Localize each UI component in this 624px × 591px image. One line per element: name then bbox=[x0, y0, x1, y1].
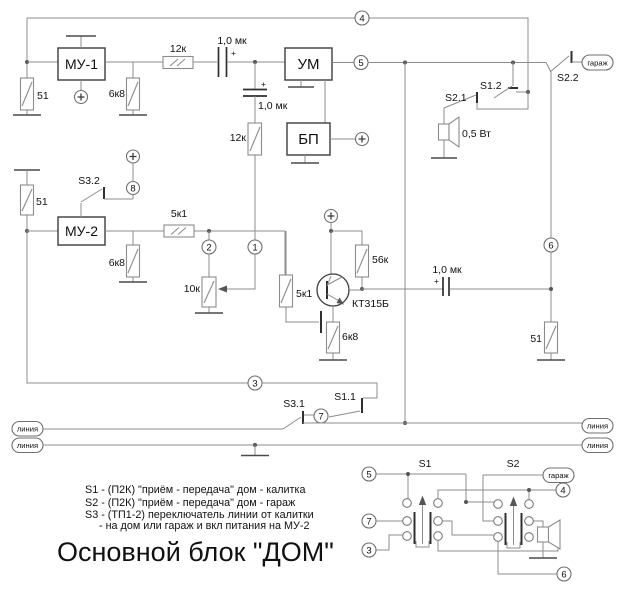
c2-polarity: + bbox=[261, 79, 266, 89]
legend-line-3: S3 - (ТП1-2) переключатель линии от кали… bbox=[85, 509, 314, 521]
s2-label: S2 bbox=[507, 458, 520, 470]
r-emitter-value: 6к8 bbox=[342, 331, 358, 343]
legend-line-1: S1 - (П2К) "приём - передача" дом - кали… bbox=[85, 484, 305, 496]
s12-label: S1.2 bbox=[480, 80, 502, 92]
garage-line-section: S1.2 S2.1 0,5 Вт гараж S2.2 6 51 bbox=[431, 51, 614, 361]
r-volume-value: 10к bbox=[184, 283, 201, 295]
c3-polarity: + bbox=[434, 276, 439, 286]
line-terminal-label: линия bbox=[587, 422, 608, 431]
switch-detail-inset: S1 S2 5 7 3 4 гараж bbox=[361, 458, 575, 582]
garage-terminal-label: гараж bbox=[587, 59, 608, 68]
r-tone-value: 12к bbox=[230, 132, 247, 144]
bp-block-label: БП bbox=[298, 131, 319, 148]
mu1-block-label: МУ-1 bbox=[65, 56, 98, 72]
mu2-block-label: МУ-2 bbox=[65, 223, 98, 239]
node-1-label: 1 bbox=[252, 242, 257, 253]
s1-label: S1 bbox=[419, 458, 432, 470]
line-terminal-label: линия bbox=[17, 425, 38, 434]
c-in-um-value: 1,0 мк bbox=[217, 35, 247, 47]
node-6-label: 6 bbox=[548, 240, 553, 251]
node-8-label: 8 bbox=[130, 183, 135, 194]
um-block-label: УМ bbox=[297, 56, 319, 73]
node-7-label: 7 bbox=[318, 411, 323, 422]
transistor-stage: 56к КТ315Б 6к8 5к1 + 1,0 мк bbox=[278, 208, 551, 361]
um-bp-section: УМ БП 5 bbox=[284, 47, 546, 164]
mu2-section: 51 МУ-2 S3.2 8 6к8 5к1 2 bbox=[14, 149, 286, 314]
node-3-label: 3 bbox=[366, 545, 371, 556]
node-4-label: 4 bbox=[359, 13, 364, 24]
plus-terminal-icon bbox=[354, 131, 370, 147]
tone-chain: + 1,0 мк 12к 1 bbox=[218, 62, 288, 293]
speaker-icon bbox=[529, 519, 561, 559]
r-series1-value: 12к bbox=[170, 43, 187, 55]
plus-terminal-icon bbox=[125, 149, 141, 164]
r-fb1-value: 6к8 bbox=[109, 88, 125, 100]
c1-polarity: + bbox=[231, 48, 236, 58]
s32-label: S3.2 bbox=[78, 175, 100, 187]
r-series2-value: 5к1 bbox=[171, 208, 187, 220]
plus-terminal-icon bbox=[73, 89, 89, 105]
s21-label: S2.1 bbox=[445, 92, 467, 104]
r-line-value: 51 bbox=[530, 333, 542, 345]
line-terminal-label: линия bbox=[587, 441, 608, 450]
garage-terminal-label: гараж bbox=[548, 471, 569, 480]
mu1-section: 51 МУ-1 6к8 12к + 1,0 мк bbox=[13, 18, 285, 116]
legend-line-2: S2 - (П2К) "приём - передача" дом - гара… bbox=[85, 497, 296, 509]
r-in2-value: 51 bbox=[36, 196, 48, 208]
node-2-label: 2 bbox=[206, 242, 211, 253]
s31-label: S3.1 bbox=[283, 398, 305, 410]
speaker-icon bbox=[431, 108, 460, 159]
legend-block: S1 - (П2К) "приём - передача" дом - кали… bbox=[85, 484, 314, 532]
transistor-label: КТ315Б bbox=[352, 298, 389, 310]
node-4-label: 4 bbox=[560, 485, 565, 496]
node-3-label: 3 bbox=[252, 378, 257, 389]
line-terminal-label: линия bbox=[17, 441, 38, 450]
legend-line-4: - на дом или гараж и вкл питания на МУ-2 bbox=[99, 520, 309, 532]
s22-label: S2.2 bbox=[557, 72, 579, 84]
s11-label: S1.1 bbox=[334, 391, 356, 403]
schematic-title: Основной блок "ДОМ" bbox=[57, 537, 334, 567]
line-switch-section: 3 S1.1 7 линия S3.1 линия линия линия bbox=[11, 62, 614, 457]
speaker-power-label: 0,5 Вт bbox=[462, 128, 491, 140]
r-fb2-value: 6к8 bbox=[109, 257, 125, 269]
plus-terminal-icon bbox=[323, 208, 339, 224]
top-bus-wire: 4 bbox=[27, 10, 529, 92]
c-out-value: 1,0 мк bbox=[432, 264, 462, 276]
r-base-value: 5к1 bbox=[296, 288, 312, 300]
node-5-label: 5 bbox=[366, 469, 371, 480]
r-bias-value: 56к bbox=[372, 254, 389, 266]
node-6-label: 6 bbox=[561, 569, 566, 580]
r-in1-value: 51 bbox=[37, 90, 49, 102]
c-tone-value: 1,0 мк bbox=[258, 100, 288, 112]
node-5-label: 5 bbox=[358, 58, 363, 69]
node-7-label: 7 bbox=[366, 516, 371, 527]
